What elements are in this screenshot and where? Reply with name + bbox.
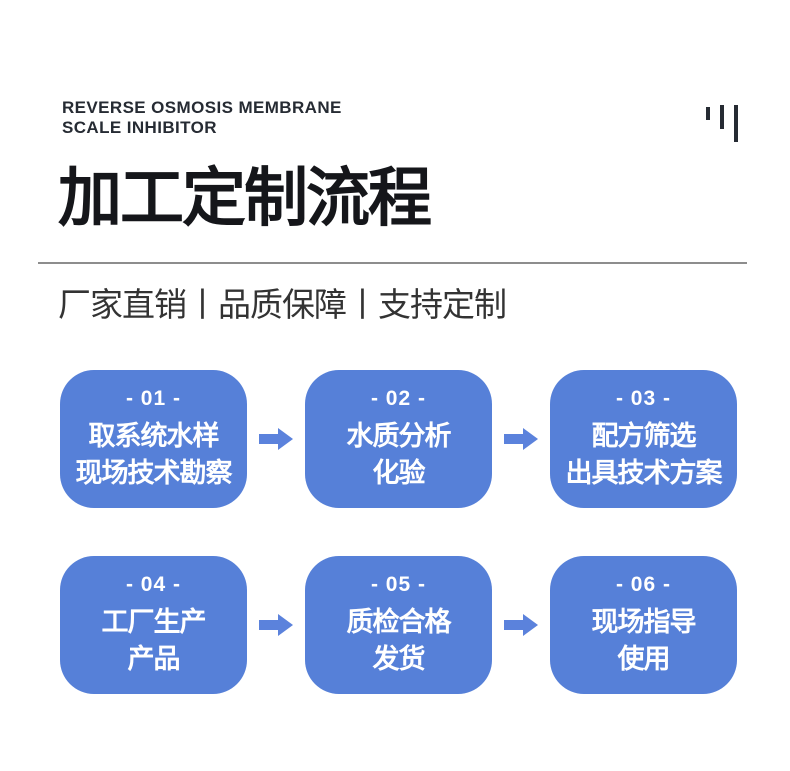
arrow-right-icon [492, 614, 550, 636]
arrow-right-icon [492, 428, 550, 450]
step-text-line: 发货 [372, 643, 426, 674]
step-number: - 02 - [370, 386, 426, 410]
step-number: - 04 - [125, 572, 181, 596]
bar-medium [720, 105, 724, 129]
flow-row-2: - 04 - 工厂生产 产品 - 05 - 质检合格 发货 [60, 556, 737, 694]
tagline-line-1: REVERSE OSMOSIS MEMBRANE [62, 98, 342, 117]
step-text-line: 水质分析 [346, 420, 452, 451]
step-text-line: 化验 [372, 457, 426, 488]
process-flow-diagram: - 01 - 取系统水样 现场技术勘察 - 02 - 水质分析 化验 [60, 370, 737, 694]
step-number: - 03 - [615, 386, 671, 410]
step-card-02: - 02 - 水质分析 化验 [305, 370, 492, 508]
step-text-line: 取系统水样 [88, 420, 220, 451]
step-number: - 05 - [370, 572, 426, 596]
bar-long [734, 105, 738, 142]
bar-short [706, 107, 710, 120]
step-text-line: 使用 [617, 643, 671, 674]
step-number: - 01 - [125, 386, 181, 410]
step-card-05: - 05 - 质检合格 发货 [305, 556, 492, 694]
selling-points-subtitle: 厂家直销丨品质保障丨支持定制 [58, 286, 507, 323]
divider-line [38, 262, 747, 264]
step-card-01: - 01 - 取系统水样 现场技术勘察 [60, 370, 247, 508]
flow-row-1: - 01 - 取系统水样 现场技术勘察 - 02 - 水质分析 化验 [60, 370, 737, 508]
step-text-line: 出具技术方案 [565, 457, 723, 488]
step-card-03: - 03 - 配方筛选 出具技术方案 [550, 370, 737, 508]
tagline-line-2: SCALE INHIBITOR [62, 118, 217, 137]
step-card-06: - 06 - 现场指导 使用 [550, 556, 737, 694]
step-text-line: 现场技术勘察 [75, 457, 233, 488]
step-text-line: 现场指导 [591, 606, 697, 637]
step-card-04: - 04 - 工厂生产 产品 [60, 556, 247, 694]
page-title: 加工定制流程 [58, 162, 432, 234]
arrow-right-icon [247, 614, 305, 636]
arrow-right-icon [247, 428, 305, 450]
step-text-line: 工厂生产 [101, 606, 207, 637]
english-tagline: REVERSE OSMOSIS MEMBRANE SCALE INHIBITOR [62, 98, 342, 138]
step-number: - 06 - [615, 572, 671, 596]
step-text-line: 产品 [127, 643, 181, 674]
step-text-line: 配方筛选 [591, 420, 697, 451]
step-text-line: 质检合格 [346, 606, 452, 637]
three-vertical-bars-icon [706, 105, 738, 142]
